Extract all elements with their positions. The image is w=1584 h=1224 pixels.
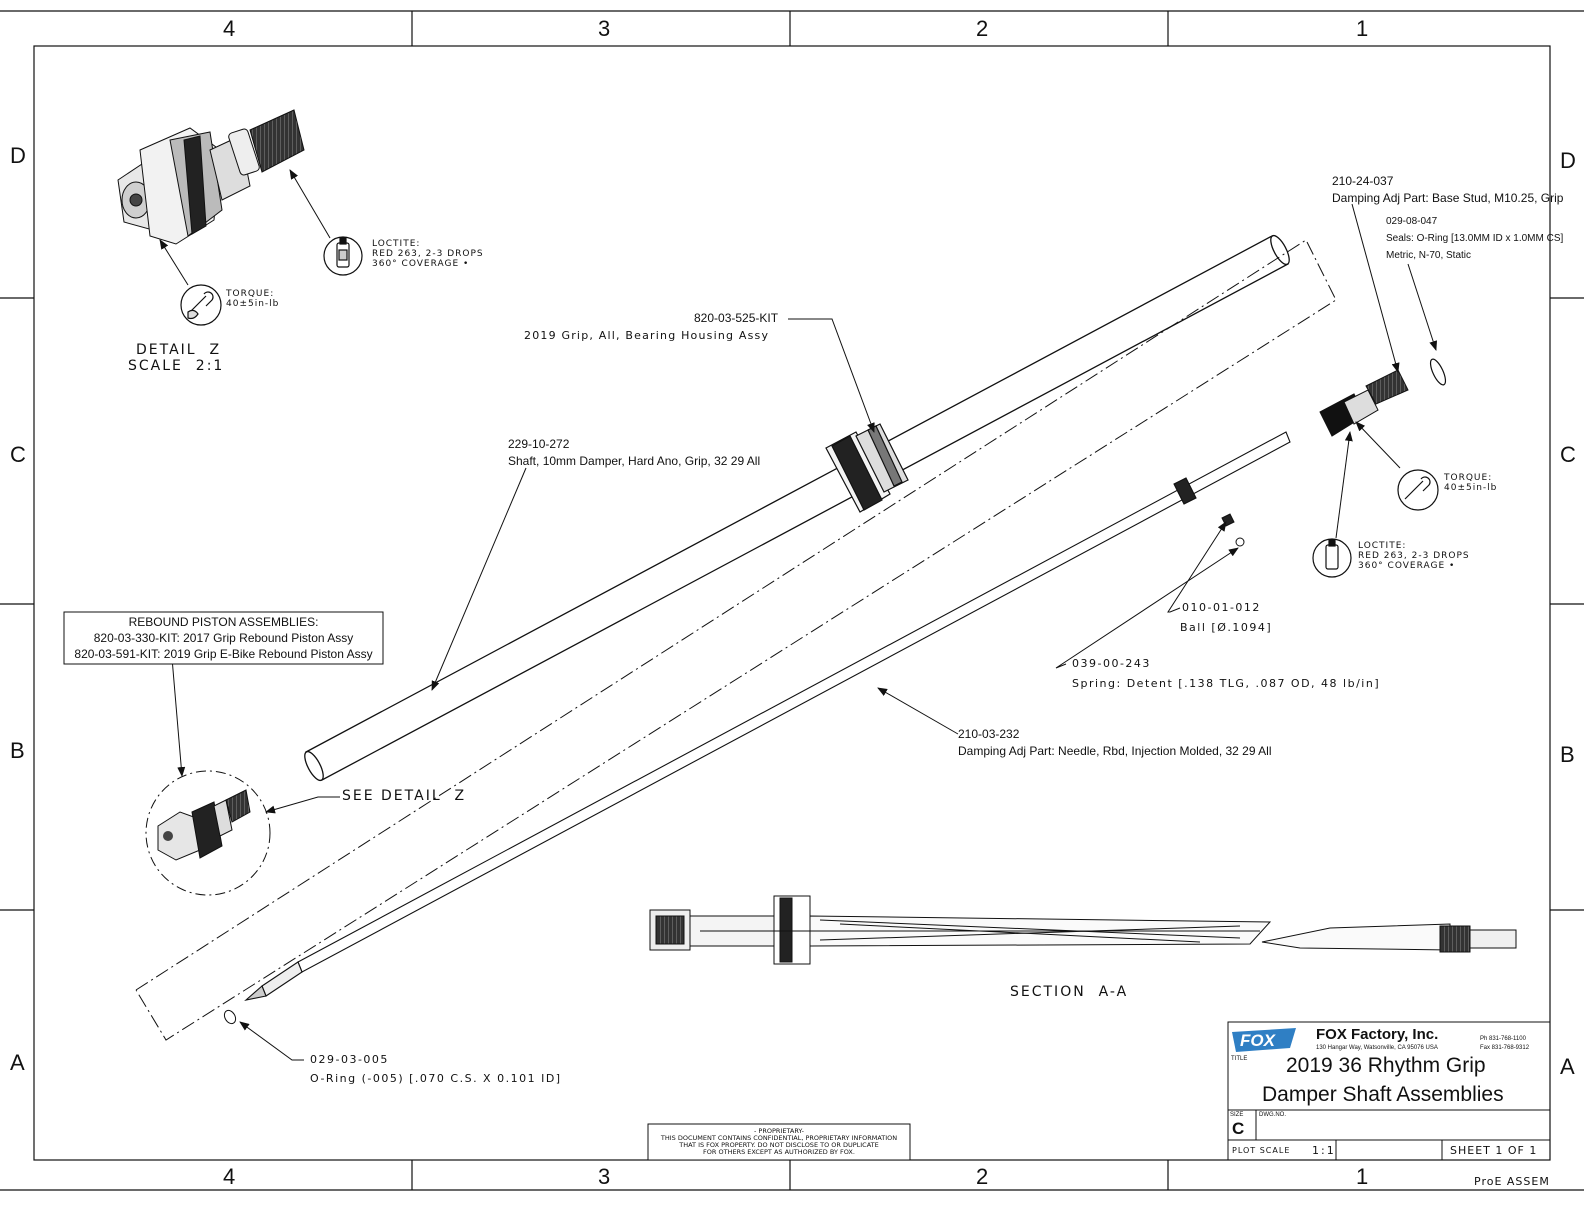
- loctite-icon-right: [1312, 538, 1352, 578]
- title-label: TITLE: [1231, 1056, 1248, 1062]
- callout-spring-part: 039-00-243: [1072, 657, 1151, 670]
- bearing-housing: [825, 423, 909, 513]
- size-label: SIZE: [1230, 1112, 1244, 1118]
- detail-z-loctite-line1: LOCTITE:: [372, 239, 421, 249]
- size-value: C: [1232, 1119, 1245, 1138]
- zone-row-d-right: D: [1560, 148, 1576, 173]
- detail-z-torque-line2: 40±5in-lb: [226, 299, 280, 309]
- zone-row-a-right: A: [1560, 1054, 1575, 1079]
- section-a-a-label: SECTION A-A: [1010, 984, 1129, 1000]
- company-fax: Fax 831-768-9312: [1480, 1045, 1530, 1051]
- rebound-box-title: REBOUND PISTON ASSEMBLIES:: [128, 615, 319, 629]
- proprietary-line3: FOR OTHERS EXCEPT AS AUTHORIZED BY FOX.: [703, 1148, 855, 1156]
- detail-z-assembly: [117, 109, 305, 245]
- detail-z-loctite-line3: 360° COVERAGE •: [372, 259, 470, 269]
- right-torque-line2: 40±5in-lb: [1444, 483, 1498, 493]
- callout-shaft-part: 229-10-272: [508, 437, 570, 451]
- callout-ball-desc: Ball [Ø.1094]: [1180, 621, 1273, 634]
- callout-base-stud-desc: Damping Adj Part: Base Stud, M10.25, Gri…: [1332, 191, 1564, 205]
- callout-oring-seal-part: 029-08-047: [1386, 216, 1438, 227]
- plot-scale-label: PLOT SCALE: [1232, 1146, 1291, 1155]
- detent-ball: [1235, 537, 1245, 547]
- o-ring-005: [223, 1009, 237, 1025]
- callout-spring-desc: Spring: Detent [.138 TLG, .087 OD, 48 lb…: [1072, 677, 1381, 690]
- sheet-number: SHEET 1 OF 1: [1450, 1144, 1538, 1157]
- zone-col-4-top: 4: [223, 16, 236, 41]
- drawing-title-line1: 2019 36 Rhythm Grip: [1286, 1054, 1486, 1077]
- zone-row-d-left: D: [10, 143, 26, 168]
- loctite-icon: [323, 236, 363, 276]
- zone-col-2-top: 2: [976, 16, 989, 41]
- callout-oring-seal-desc2: Metric, N-70, Static: [1386, 250, 1472, 261]
- right-torque-line1: TORQUE:: [1444, 473, 1493, 483]
- centerline: [135, 239, 1337, 1041]
- callout-oring-005-part: 029-03-005: [310, 1053, 389, 1066]
- zone-row-a-left: A: [10, 1050, 25, 1075]
- callout-ball-part: 010-01-012: [1182, 601, 1261, 614]
- fox-logo-icon: [1232, 1028, 1296, 1052]
- detail-z-loctite-line2: RED 263, 2-3 DROPS: [372, 249, 484, 259]
- dwg-no-label: DWG.NO.: [1259, 1112, 1286, 1118]
- detail-z-caption-line1: DETAIL Z: [136, 342, 222, 358]
- callout-shaft-desc: Shaft, 10mm Damper, Hard Ano, Grip, 32 2…: [508, 454, 761, 468]
- detail-z-caption-line2: SCALE 2:1: [128, 358, 225, 374]
- proprietary-line1: THIS DOCUMENT CONTAINS CONFIDENTIAL, PRO…: [660, 1134, 898, 1142]
- torque-wrench-icon-right: [1397, 469, 1439, 511]
- o-ring-seal: [1429, 358, 1447, 386]
- torque-wrench-icon: [180, 284, 222, 326]
- company-phone: Ph 831-768-1100: [1480, 1036, 1526, 1042]
- zone-row-b-right: B: [1560, 742, 1575, 767]
- title-block-grid: [1227, 1021, 1551, 1161]
- company-name: FOX Factory, Inc.: [1316, 1026, 1439, 1043]
- detail-z-circle: [145, 770, 271, 896]
- rebound-box-line1: 820-03-330-KIT: 2017 Grip Rebound Piston…: [93, 631, 354, 645]
- detail-z-torque-leader: [159, 239, 189, 286]
- rebound-box-border: [63, 611, 384, 665]
- zone-col-3-bottom: 3: [598, 1164, 611, 1189]
- right-loctite-line1: LOCTITE:: [1358, 541, 1407, 551]
- proprietary-box-border: [647, 1123, 911, 1161]
- proprietary-line2: THAT IS FOX PROPERTY. DO NOT DISCLOSE TO…: [679, 1141, 879, 1149]
- damper-shaft-tube: [304, 234, 1290, 782]
- callout-needle-part: 210-03-232: [958, 727, 1020, 741]
- drawing-title-line2: Damper Shaft Assemblies: [1262, 1083, 1504, 1106]
- callout-oring-seal-desc1: Seals: O-Ring [13.0MM ID x 1.0MM CS]: [1386, 233, 1564, 244]
- right-loctite-line2: RED 263, 2-3 DROPS: [1358, 551, 1470, 561]
- detent-spring: [1221, 513, 1235, 527]
- callout-oring-005-desc: O-Ring (-005) [.070 C.S. X 0.101 ID]: [310, 1072, 562, 1085]
- detail-z-torque-line1: TORQUE:: [226, 289, 275, 299]
- callout-needle-desc: Damping Adj Part: Needle, Rbd, Injection…: [958, 744, 1272, 758]
- zone-row-b-left: B: [10, 738, 25, 763]
- callout-bearing-part: 820-03-525-KIT: [694, 311, 779, 325]
- proprietary-heading: - PROPRIETARY-: [754, 1127, 804, 1135]
- zone-col-4-bottom: 4: [223, 1164, 236, 1189]
- base-stud-assembly: [1319, 369, 1409, 437]
- leader-lines: [171, 203, 1438, 1061]
- zone-row-c-left: C: [10, 442, 26, 467]
- section-a-a-view: [649, 895, 1517, 965]
- zone-col-2-bottom: 2: [976, 1164, 989, 1189]
- proe-assem-label: ProE ASSEM: [1474, 1175, 1550, 1188]
- right-loctite-line3: 360° COVERAGE •: [1358, 561, 1456, 571]
- zone-col-3-top: 3: [598, 16, 611, 41]
- company-address: 130 Hangar Way, Watsonville, CA 95076 US…: [1316, 1045, 1438, 1051]
- plot-scale-value: 1:1: [1312, 1144, 1336, 1157]
- callout-base-stud-part: 210-24-037: [1332, 174, 1394, 188]
- zone-col-1-bottom: 1: [1356, 1164, 1369, 1189]
- rebound-box-line2: 820-03-591-KIT: 2019 Grip E-Bike Rebound…: [74, 647, 373, 661]
- fox-logo-text: FOX: [1240, 1031, 1275, 1050]
- zone-row-c-right: C: [1560, 442, 1576, 467]
- callout-bearing-desc: 2019 Grip, All, Bearing Housing Assy: [524, 329, 770, 342]
- zone-col-1-top: 1: [1356, 16, 1369, 41]
- needle-rod: [244, 431, 1291, 1001]
- detail-z-loctite-leader: [289, 169, 331, 239]
- see-detail-z-label: SEE DETAIL Z: [342, 788, 467, 804]
